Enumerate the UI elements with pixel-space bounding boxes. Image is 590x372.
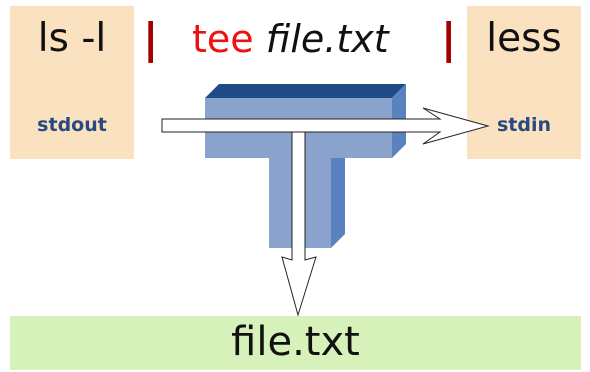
tee-command-argument: file.txt [265,17,389,61]
pipe-symbol-left: | [143,14,159,63]
stdin-label: stdin [496,114,552,136]
ls-command-box [10,6,134,159]
pipe-symbol-right: | [441,14,457,63]
tee-stem-side-face [331,158,345,248]
tee-command-name: tee [192,17,254,61]
output-file-box [10,316,581,370]
less-command-label: less [486,16,562,61]
less-command-box [467,6,581,159]
stdout-label: stdout [37,114,107,136]
output-file-label: file.txt [231,319,360,365]
ls-command-label: ls -l [37,16,107,61]
tee-top-face [205,84,406,98]
tee-command: tee file.txt [192,17,389,61]
tee-to-file-arrow [281,131,317,317]
stdout-to-stdin-arrow [161,107,490,145]
